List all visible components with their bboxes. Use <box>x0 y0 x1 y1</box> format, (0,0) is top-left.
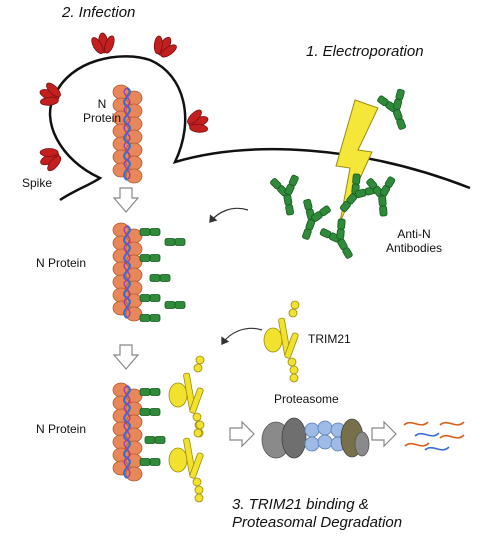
step-degradation-label-2: Proteasomal Degradation <box>232 514 403 531</box>
step-degradation-label-1: 3. TRIM21 binding & <box>232 496 369 513</box>
anti-n-line1: Anti-N <box>397 227 431 241</box>
n-protein-top-line2: Protein <box>82 110 122 125</box>
trim21-label: TRIM21 <box>308 332 351 346</box>
n-protein-top-line1: N <box>97 97 107 111</box>
n-protein-top-label: N Protein <box>82 97 122 126</box>
spike-label: Spike <box>22 176 53 190</box>
n-protein-bottom <box>111 381 144 483</box>
anti-n-label: Anti-N Antibodies <box>374 227 454 256</box>
anti-n-line2: Antibodies <box>385 240 443 255</box>
curved-arrow-1 <box>209 207 249 223</box>
n-protein-middle-label: N Protein <box>36 256 87 270</box>
bound-trim21 <box>168 355 205 503</box>
down-arrow-1 <box>112 187 140 213</box>
n-protein-middle <box>111 221 144 323</box>
n-protein-bottom-label: N Protein <box>36 422 87 436</box>
degraded-fragments <box>403 421 465 451</box>
proteasome-label: Proteasome <box>274 392 339 406</box>
curved-arrow-2 <box>221 327 263 345</box>
bound-antibodies-bottom <box>139 388 166 466</box>
bound-antibodies <box>139 228 186 322</box>
down-arrow-2 <box>112 344 140 370</box>
lightning-bolt-icon <box>335 99 379 223</box>
right-arrow-2 <box>371 420 397 448</box>
step-electroporation-label: 1. Electroporation <box>306 43 424 60</box>
trim21-protein <box>263 300 300 383</box>
right-arrow-1 <box>229 420 255 448</box>
step-infection-label: 2. Infection <box>62 4 136 21</box>
cell-membrane <box>48 55 471 202</box>
proteasome <box>261 417 370 459</box>
